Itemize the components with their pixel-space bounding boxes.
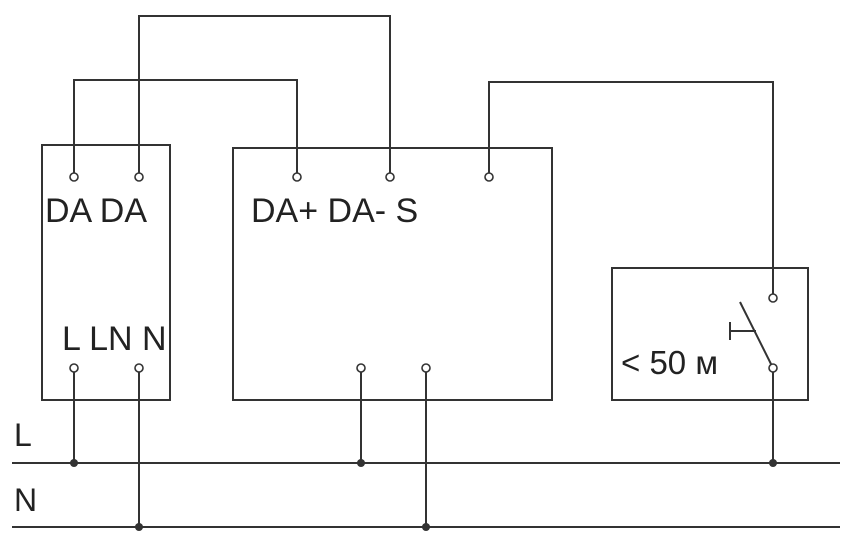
- terminal-switch-top: [768, 293, 778, 303]
- junction-switch-l: [769, 459, 777, 467]
- junction-ctrl-n: [422, 523, 430, 531]
- terminal-ctrl-da-plus: [292, 172, 302, 182]
- controller-top-labels: DA+ DA- S: [251, 192, 418, 230]
- wire-sensor: [488, 81, 774, 298]
- junction-ctrl-l: [357, 459, 365, 467]
- switch-distance-label: < 50 м: [621, 344, 718, 381]
- terminal-ps-l: [69, 363, 79, 373]
- terminal-ps-da2: [134, 172, 144, 182]
- power-supply-box: [41, 144, 171, 401]
- terminal-ctrl-da-minus: [385, 172, 395, 182]
- switch-box: [611, 267, 809, 401]
- terminal-ctrl-n: [421, 363, 431, 373]
- terminal-ps-n: [134, 363, 144, 373]
- bus-label-l: L: [14, 417, 32, 453]
- terminal-ctrl-s: [484, 172, 494, 182]
- junction-ps-l: [70, 459, 78, 467]
- junction-ps-n: [135, 523, 143, 531]
- switch-blade-icon: [739, 301, 774, 369]
- wire-da-minus: [138, 15, 391, 177]
- terminal-ctrl-l: [356, 363, 366, 373]
- power-supply-bottom-labels: L LN N: [62, 320, 167, 358]
- terminal-ps-da1: [69, 172, 79, 182]
- terminal-switch-bottom: [768, 363, 778, 373]
- bus-label-n: N: [14, 482, 37, 518]
- wire-da-plus: [73, 79, 298, 177]
- controller-box: [232, 147, 553, 401]
- power-supply-top-labels: DA DA: [45, 192, 147, 230]
